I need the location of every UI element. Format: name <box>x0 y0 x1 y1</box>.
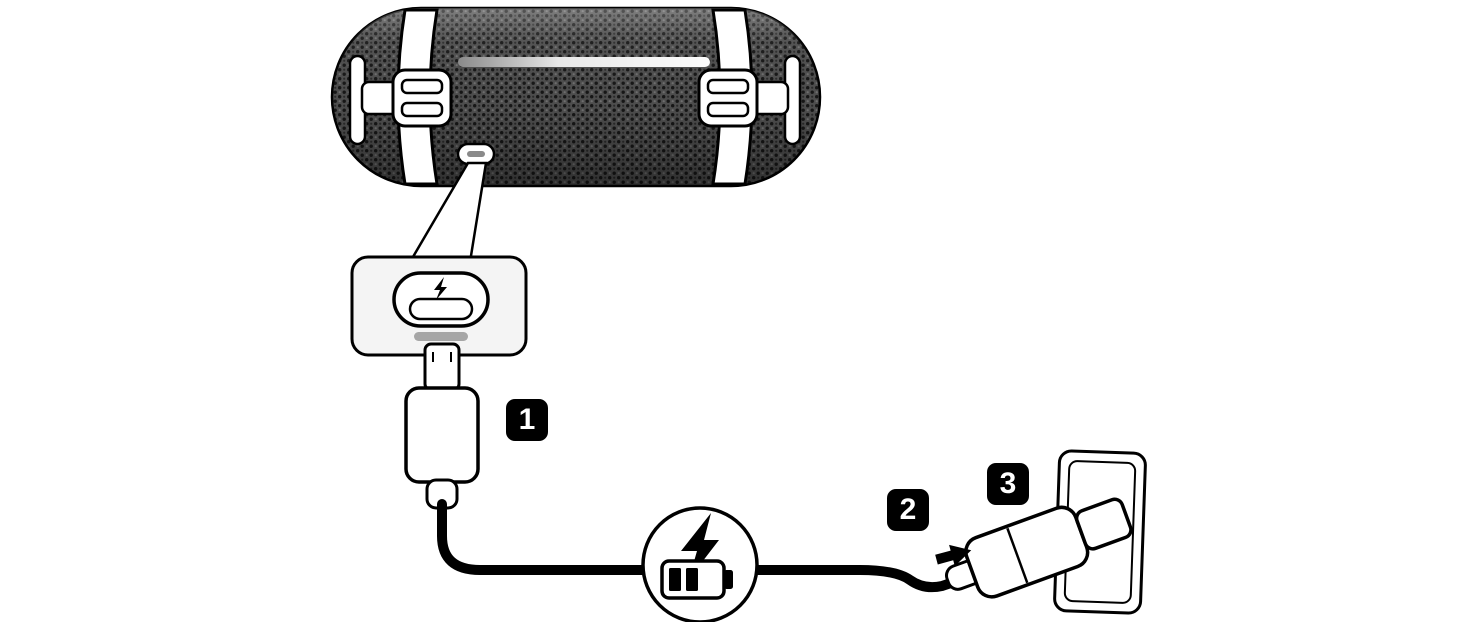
usb-c-plug-body <box>404 386 480 484</box>
carry-strap-left <box>348 8 453 186</box>
speaker-usb-port <box>456 142 496 166</box>
usb-port-slot <box>467 151 485 157</box>
lightning-bolt-icon <box>434 277 447 300</box>
port-indicator-bar <box>414 332 468 341</box>
strap-buckle-slot <box>400 78 444 95</box>
insertion-arrow-icon <box>935 544 972 567</box>
charging-cable <box>437 499 959 593</box>
power-adapter <box>945 497 1133 599</box>
speaker-shading <box>332 8 820 186</box>
battery-level-bar <box>669 568 681 591</box>
speaker-highlight <box>458 57 710 67</box>
usb-c-plug <box>404 342 480 510</box>
step-badge-2: 2 <box>887 489 929 531</box>
usb-c-receptacle <box>408 297 474 321</box>
charging-indicator <box>641 506 759 622</box>
speaker <box>330 6 822 188</box>
battery-level-bar <box>686 568 698 591</box>
arrow-shape <box>935 544 972 567</box>
step-badge-3: 3 <box>987 463 1029 505</box>
strap-buckle-slot <box>400 101 444 118</box>
lightning-bolt-icon <box>681 513 719 579</box>
charging-battery-icon <box>660 559 733 600</box>
step-badge-1: 1 <box>506 399 548 441</box>
battery-terminal <box>724 570 733 589</box>
usb-c-plug-tip <box>423 342 461 392</box>
port-callout <box>350 161 528 357</box>
strap-buckle <box>391 68 453 128</box>
adapter-front <box>1074 497 1133 551</box>
detail-line <box>1006 527 1029 584</box>
